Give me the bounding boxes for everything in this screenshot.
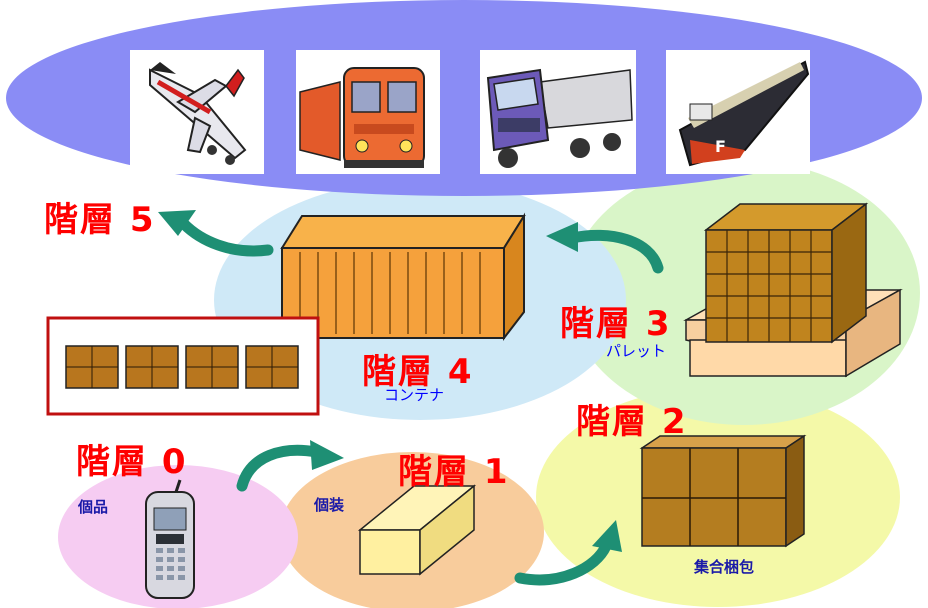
level0-title: 階層 0 bbox=[76, 442, 188, 482]
level3-subtitle: パレット bbox=[606, 342, 667, 360]
train-icon bbox=[296, 50, 440, 174]
arrow-level1-to-level2 bbox=[514, 520, 622, 586]
arrow-level4-to-level5 bbox=[158, 210, 274, 257]
level4-subtitle: コンテナ bbox=[384, 386, 445, 404]
level0-subtitle: 個品 bbox=[78, 498, 109, 516]
svg-text:F: F bbox=[715, 137, 726, 156]
level2-title: 階層 2 bbox=[576, 402, 688, 442]
truck-icon bbox=[480, 50, 636, 174]
unit-package-image bbox=[357, 484, 477, 576]
level5-title: 階層 5 bbox=[44, 200, 156, 240]
mobile-phone-image bbox=[145, 479, 195, 599]
pallet-image bbox=[683, 202, 903, 378]
ship-icon: F bbox=[666, 50, 810, 174]
level2-subtitle: 集合梱包 bbox=[694, 558, 755, 576]
airplane-icon bbox=[130, 50, 264, 174]
arrow-level3-to-level4 bbox=[546, 222, 664, 274]
level1-title: 階層 1 bbox=[398, 452, 510, 492]
packed-boxes-panel bbox=[46, 316, 320, 416]
arrow-level0-to-level1 bbox=[236, 440, 344, 492]
group-carton-image bbox=[639, 434, 807, 548]
level4-title: 階層 4 bbox=[362, 352, 474, 392]
level3-title: 階層 3 bbox=[560, 304, 672, 344]
level1-subtitle: 個装 bbox=[314, 496, 345, 514]
